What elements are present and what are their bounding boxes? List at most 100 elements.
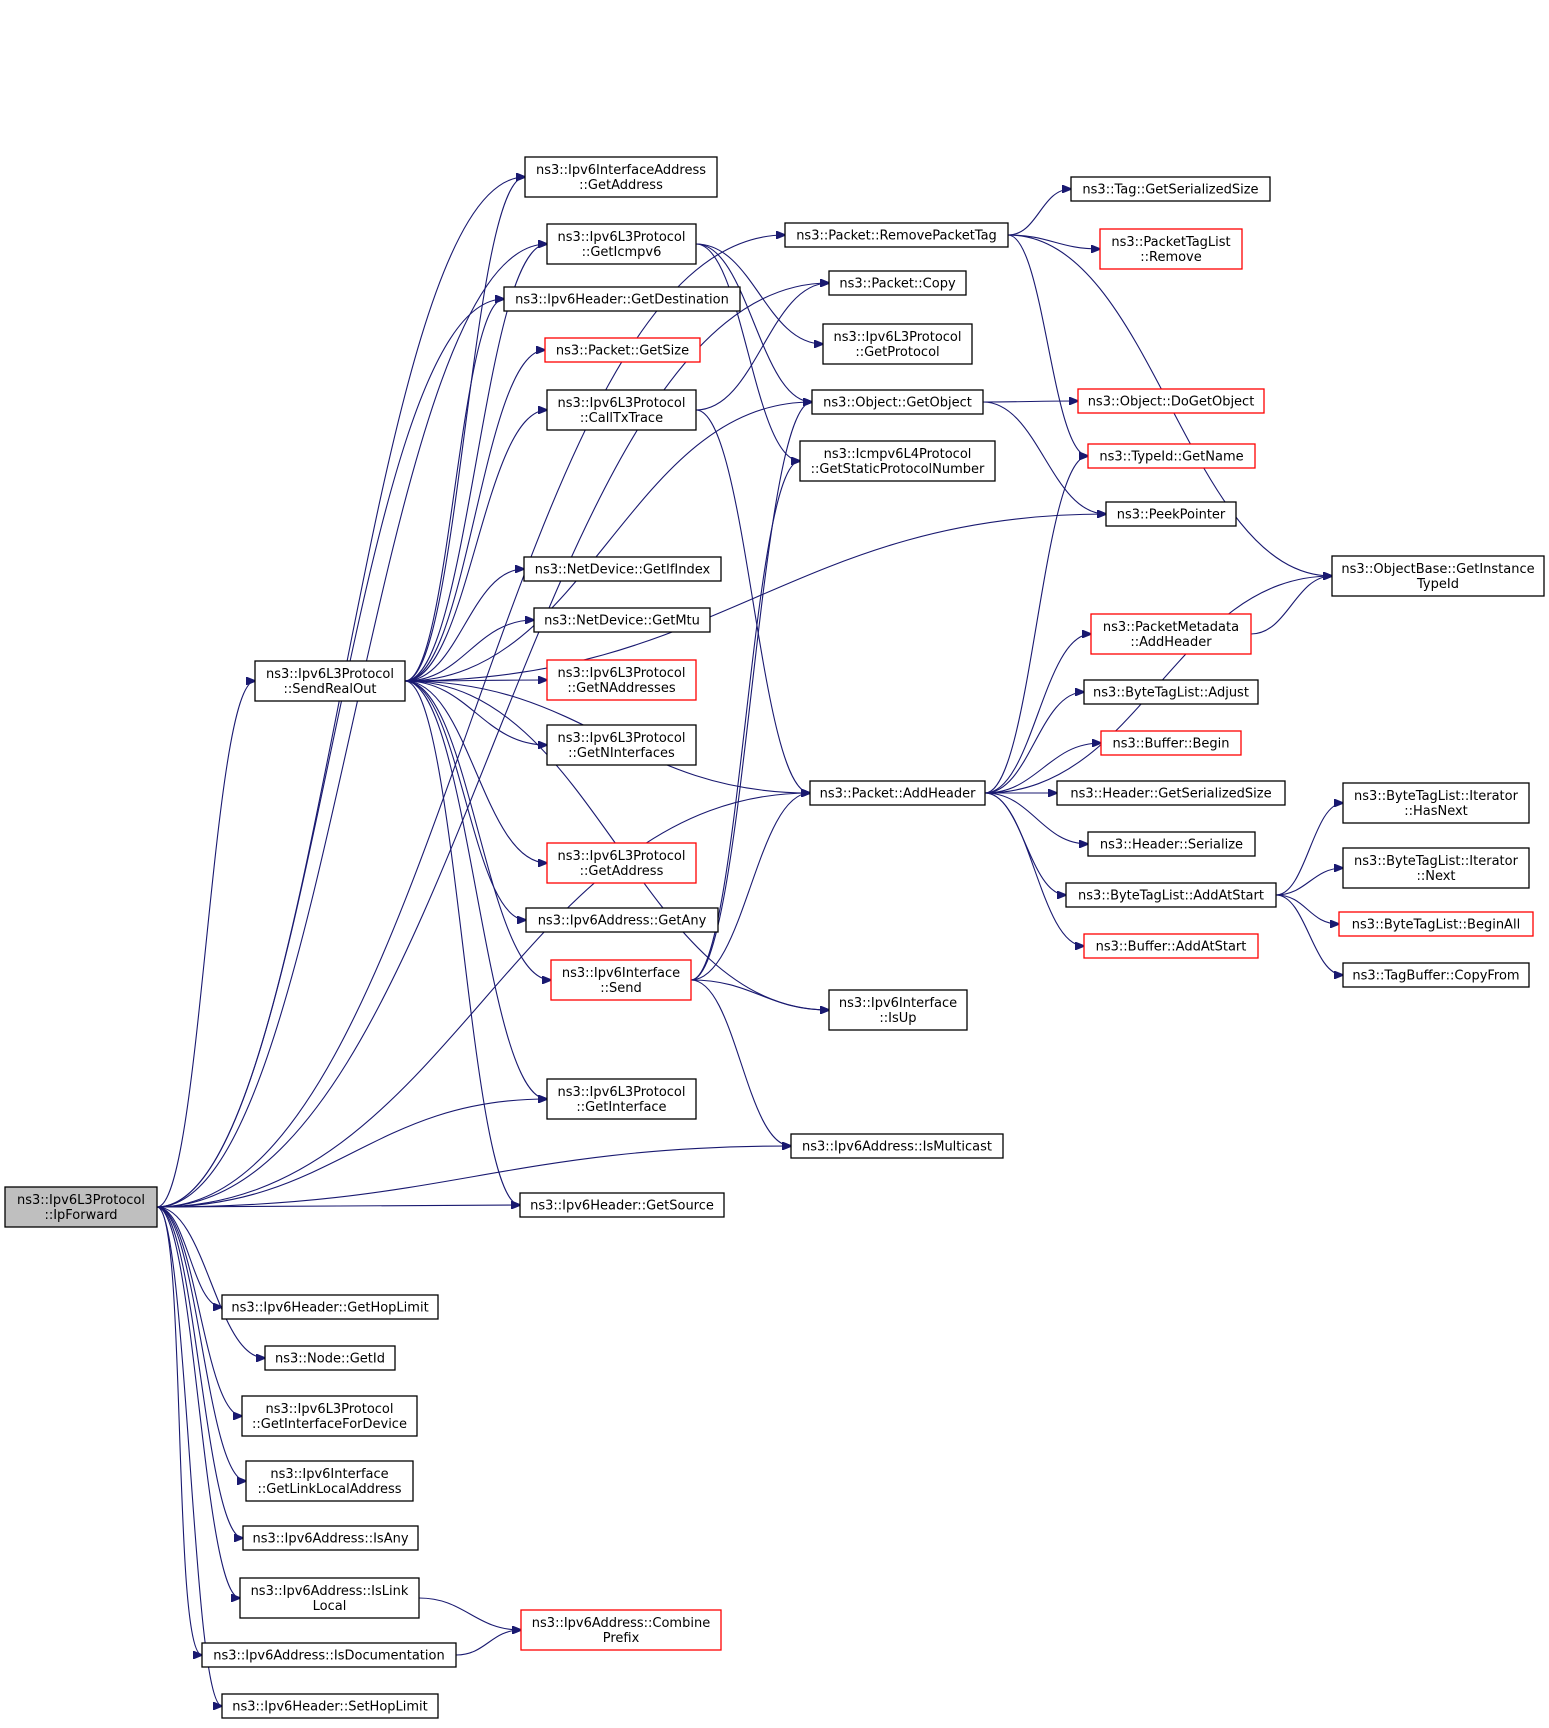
node-getDestination[interactable]: ns3::Ipv6Header::GetDestination (503, 286, 741, 312)
node-label: ns3::TypeId::GetName (1099, 450, 1243, 465)
node-box (1342, 782, 1530, 824)
node-box (221, 1693, 439, 1719)
node-box (1338, 911, 1534, 937)
node-box (1342, 847, 1530, 889)
node-label: ::CallTxTrace (580, 411, 663, 426)
edge-root-to-getInterface (156, 1099, 547, 1208)
node-label: ns3::Ipv6Address::IsDocumentation (213, 1649, 444, 1664)
edge-sendRealOut-to-peekPointer (404, 514, 1106, 682)
node-label: ns3::Ipv6L3Protocol (558, 230, 686, 245)
node-getIfForDevice[interactable]: ns3::Ipv6L3Protocol::GetInterfaceForDevi… (241, 1395, 418, 1437)
node-nodeGetId[interactable]: ns3::Node::GetId (264, 1345, 396, 1371)
node-packetCopy[interactable]: ns3::Packet::Copy (828, 270, 967, 296)
node-removePacketTag[interactable]: ns3::Packet::RemovePacketTag (784, 222, 1009, 248)
node-box (550, 959, 692, 1001)
edge-ifaceSend-to-isMulticast (690, 979, 791, 1146)
node-label: ns3::Ipv6L3Protocol (558, 731, 686, 746)
node-sendRealOut[interactable]: ns3::Ipv6L3Protocol::SendRealOut (254, 660, 406, 702)
node-tagBufCopyFrom[interactable]: ns3::TagBuffer::CopyFrom (1342, 962, 1530, 988)
node-icmpStaticProto[interactable]: ns3::Icmpv6L4Protocol::GetStaticProtocol… (799, 440, 996, 482)
node-btlItHasNext[interactable]: ns3::ByteTagList::Iterator::HasNext (1342, 782, 1530, 824)
node-box (524, 156, 718, 198)
node-packetGetSize[interactable]: ns3::Packet::GetSize (544, 337, 701, 363)
node-isDocumentation[interactable]: ns3::Ipv6Address::IsDocumentation (201, 1642, 457, 1668)
node-tagGetSerSize[interactable]: ns3::Tag::GetSerializedSize (1070, 176, 1271, 202)
node-ifaceIsUp[interactable]: ns3::Ipv6Interface::IsUp (828, 989, 968, 1031)
node-bufAddAtStart[interactable]: ns3::Buffer::AddAtStart (1083, 933, 1259, 959)
edge-root-to-getIcmpv6 (156, 244, 547, 1208)
node-typeIdGetName[interactable]: ns3::TypeId::GetName (1087, 443, 1256, 469)
node-netDevGetIfIndex[interactable]: ns3::NetDevice::GetIfIndex (523, 556, 722, 582)
node-ifaceAddrGetAddress[interactable]: ns3::Ipv6InterfaceAddress::GetAddress (524, 156, 718, 198)
node-isMulticast[interactable]: ns3::Ipv6Address::IsMulticast (790, 1133, 1004, 1159)
edge-sendRealOut-to-getNInterfaces (404, 680, 547, 745)
node-label: ::GetAddress (580, 864, 664, 879)
edge-sendRealOut-to-getDestination (404, 299, 504, 682)
node-btlItNext[interactable]: ns3::ByteTagList::Iterator::Next (1342, 847, 1530, 889)
node-label: ns3::Object::DoGetObject (1088, 395, 1255, 410)
node-box (520, 1609, 722, 1651)
node-btlAdjust[interactable]: ns3::ByteTagList::Adjust (1083, 679, 1259, 705)
node-btlBeginAll[interactable]: ns3::ByteTagList::BeginAll (1338, 911, 1534, 937)
node-l3GetAddress[interactable]: ns3::Ipv6L3Protocol::GetAddress (546, 842, 697, 884)
node-label: ns3::Ipv6L3Protocol (558, 849, 686, 864)
edge-root-to-getSource (156, 1205, 520, 1207)
node-box (503, 286, 741, 312)
node-box (1083, 679, 1259, 705)
node-packetAddHeader[interactable]: ns3::Packet::AddHeader (809, 780, 986, 806)
node-pmAddHeader[interactable]: ns3::PacketMetadata::AddHeader (1090, 613, 1252, 655)
node-hdrGetSerSize[interactable]: ns3::Header::GetSerializedSize (1056, 780, 1286, 806)
node-label: ns3::Ipv6L3Protocol (558, 1085, 686, 1100)
node-btlAddAtStart[interactable]: ns3::ByteTagList::AddAtStart (1065, 882, 1277, 908)
node-l3GetProtocol[interactable]: ns3::Ipv6L3Protocol::GetProtocol (822, 323, 973, 365)
node-bufBegin[interactable]: ns3::Buffer::Begin (1100, 730, 1242, 756)
node-hdrSerialize[interactable]: ns3::Header::Serialize (1087, 831, 1256, 857)
edge-root-to-nodeGetId (156, 1206, 265, 1358)
node-label: ::Next (1416, 869, 1455, 884)
node-setHopLimit[interactable]: ns3::Ipv6Header::SetHopLimit (221, 1693, 439, 1719)
node-box (221, 1294, 439, 1320)
node-objGetObject[interactable]: ns3::Object::GetObject (811, 389, 984, 415)
node-label: ns3::Ipv6L3Protocol (17, 1193, 145, 1208)
edge-getIcmpv6-to-icmpStaticProto (695, 243, 800, 461)
node-label: ::Send (600, 981, 642, 996)
node-box (241, 1395, 418, 1437)
node-label: ns3::Ipv6Address::IsMulticast (802, 1140, 992, 1155)
node-peekPointer[interactable]: ns3::PeekPointer (1105, 501, 1237, 527)
node-ptlRemove[interactable]: ns3::PacketTagList::Remove (1099, 228, 1243, 270)
node-getSource[interactable]: ns3::Ipv6Header::GetSource (519, 1192, 725, 1218)
edge-removePacketTag-to-typeIdGetName (1007, 234, 1088, 456)
node-box (546, 842, 697, 884)
node-label: ::SendRealOut (283, 682, 376, 697)
node-label: ns3::Buffer::AddAtStart (1096, 940, 1247, 955)
edge-sendRealOut-to-addrGetAny (404, 680, 526, 920)
node-box (1065, 882, 1277, 908)
node-label: ns3::Node::GetId (275, 1352, 385, 1367)
node-netDevGetMtu[interactable]: ns3::NetDevice::GetMtu (533, 607, 711, 633)
node-box (546, 659, 697, 701)
node-label: ::GetInterfaceForDevice (252, 1417, 407, 1432)
node-getInterface[interactable]: ns3::Ipv6L3Protocol::GetInterface (546, 1078, 697, 1120)
edge-sendRealOut-to-getIcmpv6 (404, 244, 547, 682)
node-box (546, 389, 697, 431)
node-doGetObject[interactable]: ns3::Object::DoGetObject (1077, 388, 1265, 414)
node-getNInterfaces[interactable]: ns3::Ipv6L3Protocol::GetNInterfaces (546, 724, 697, 766)
node-callTxTrace[interactable]: ns3::Ipv6L3Protocol::CallTxTrace (546, 389, 697, 431)
node-isAny[interactable]: ns3::Ipv6Address::IsAny (242, 1525, 419, 1551)
node-getIcmpv6[interactable]: ns3::Ipv6L3Protocol::GetIcmpv6 (546, 223, 697, 265)
node-label: ns3::Header::Serialize (1100, 838, 1243, 853)
edge-objGetObject-to-peekPointer (982, 401, 1106, 514)
node-label: ns3::Ipv6Address::GetAny (538, 914, 707, 929)
node-ifaceSend[interactable]: ns3::Ipv6Interface::Send (550, 959, 692, 1001)
node-label: ns3::ByteTagList::Adjust (1093, 686, 1249, 701)
node-getHopLimit[interactable]: ns3::Ipv6Header::GetHopLimit (221, 1294, 439, 1320)
edge-callTxTrace-to-packetAddHeader (695, 409, 810, 793)
edge-root-to-getHopLimit (156, 1206, 222, 1307)
node-getNAddresses[interactable]: ns3::Ipv6L3Protocol::GetNAddresses (546, 659, 697, 701)
node-getLinkLocal[interactable]: ns3::Ipv6Interface::GetLinkLocalAddress (245, 1460, 414, 1502)
node-box (4, 1186, 158, 1228)
node-addrGetAny[interactable]: ns3::Ipv6Address::GetAny (525, 907, 719, 933)
